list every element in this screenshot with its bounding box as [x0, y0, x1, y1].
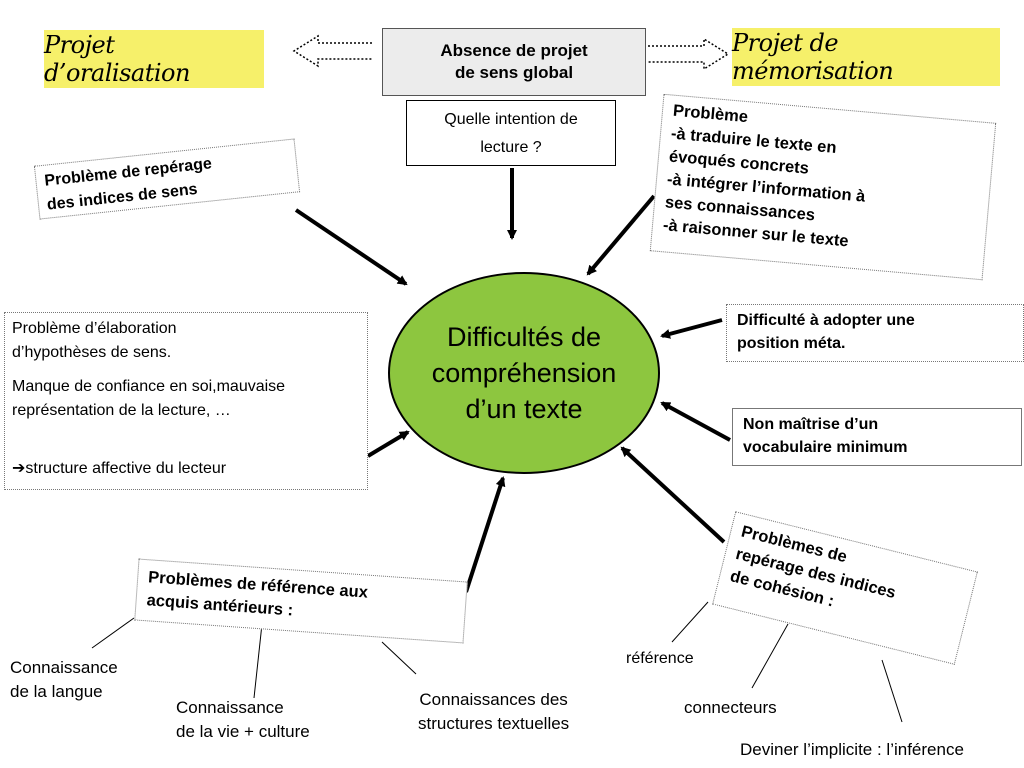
position-meta-box: Difficulté à adopter une position méta.	[726, 304, 1024, 362]
leaf-line-connecteurs	[751, 623, 789, 689]
leaf-langue-line-2: de la langue	[10, 682, 103, 701]
leaf-line-structures	[381, 641, 417, 675]
arrow-from-probleme	[586, 194, 656, 276]
arrow-from-meta	[660, 318, 723, 339]
absence-projet-box: Absence de projet de sens global	[382, 28, 646, 96]
projet-oralisation-label: Projet d’oralisation	[44, 30, 264, 88]
elaboration-p2-line-1: Manque de confiance en soi,mauvaise	[12, 378, 286, 395]
vocabulaire-box: Non maîtrise d’un vocabulaire minimum	[732, 408, 1022, 466]
left-dotted-arrow	[292, 34, 372, 68]
leaf-langue: Connaissance de la langue	[10, 656, 118, 704]
elaboration-p3-text: structure affective du lecteur	[25, 460, 227, 477]
arrow-from-reference	[464, 476, 506, 593]
question-line-2: lecture ?	[480, 139, 542, 156]
elaboration-hypotheses-box: Problème d’élaboration d’hypothèses de s…	[4, 312, 368, 490]
question-intention-box: Quelle intention de lecture ?	[406, 100, 616, 166]
vocab-line-2: vocabulaire minimum	[743, 439, 908, 456]
leaf-line-vie	[253, 623, 263, 699]
leaf-implicite: Deviner l’implicite : l’inférence	[740, 740, 964, 759]
leaf-line-reference	[671, 601, 709, 643]
arrow-from-reperage	[294, 208, 408, 286]
arrow-from-coherence	[620, 446, 726, 544]
elaboration-p2-line-2: représentation de la lecture, …	[12, 402, 231, 419]
projet-memorisation-text: Projet de mémorisation	[732, 29, 894, 85]
leaf-reference: référence	[626, 650, 694, 667]
leaf-vie-culture: Connaissance de la vie + culture	[176, 696, 310, 744]
projet-oralisation-text: Projet d’oralisation	[44, 31, 190, 87]
vocab-line-1: Non maîtrise d’un	[743, 416, 879, 433]
center-line-1: Difficultés de	[446, 322, 602, 352]
difficultes-ellipse: Difficultés de compréhension d’un texte	[388, 272, 660, 474]
elaboration-p1-line-1: Problème d’élaboration	[12, 320, 177, 337]
right-dotted-arrow	[648, 37, 730, 71]
meta-line-2: position méta.	[737, 335, 846, 352]
leaf-connecteurs: connecteurs	[684, 698, 777, 717]
arrow-from-elaboration	[366, 430, 410, 458]
leaf-langue-line-1: Connaissance	[10, 658, 118, 677]
absence-line-1: Absence de projet	[440, 41, 588, 60]
right-arrow-icon: ➔	[12, 460, 26, 477]
leaf-line-implicite	[881, 659, 903, 723]
leaf-structures-line-2: structures textuelles	[418, 714, 570, 733]
leaf-vie-line-1: Connaissance	[176, 698, 284, 717]
elaboration-p3: ➔structure affective du lecteur	[12, 457, 360, 481]
leaf-line-langue	[91, 617, 135, 649]
probleme-traduire-box: Problème -à traduire le texte en évoqués…	[649, 93, 997, 281]
center-line-3: d’un texte	[465, 394, 583, 424]
leaf-structures: Connaissances des structures textuelles	[418, 688, 569, 736]
projet-memorisation-label: Projet de mémorisation	[732, 28, 1000, 86]
center-line-2: compréhension	[431, 358, 617, 388]
leaf-structures-line-1: Connaissances des	[419, 690, 568, 709]
arrow-from-vocab	[660, 401, 731, 442]
question-line-1: Quelle intention de	[444, 111, 578, 128]
absence-line-2: de sens global	[454, 63, 574, 82]
elaboration-p1-line-2: d’hypothèses de sens.	[12, 344, 172, 361]
leaf-vie-line-2: de la vie + culture	[176, 722, 310, 741]
meta-line-1: Difficulté à adopter une	[737, 312, 915, 329]
